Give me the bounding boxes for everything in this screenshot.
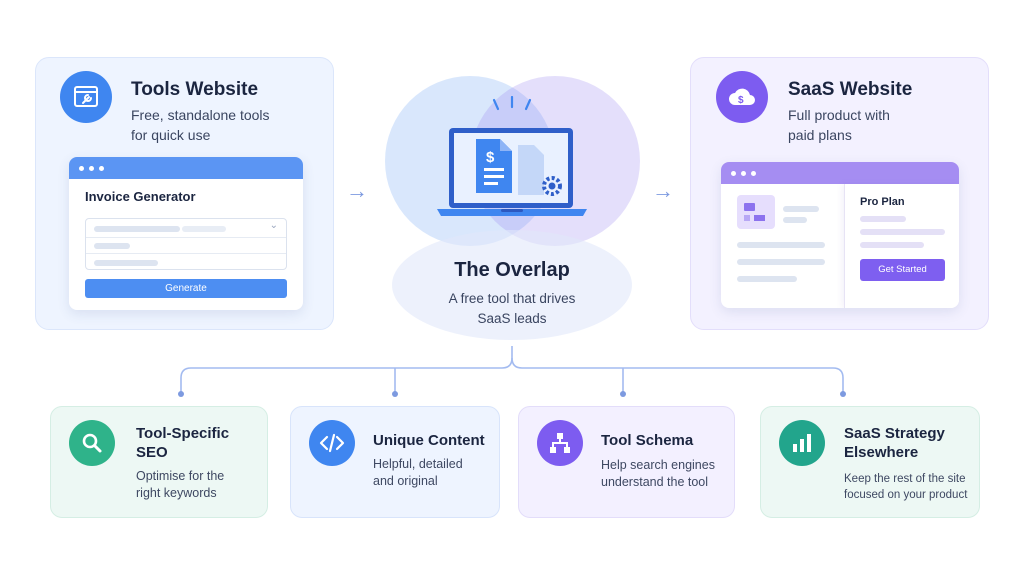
- overlap-laptop-icon: $: [437, 96, 587, 216]
- tools-website-icon: [60, 71, 112, 123]
- pro-plan-card: Pro Plan Get Started: [844, 184, 959, 308]
- pro-plan-title: Pro Plan: [860, 196, 905, 208]
- card-saas-strategy: SaaS Strategy Elsewhere Keep the rest of…: [760, 406, 980, 518]
- invoice-generator-mockup: Invoice Generator ⌄ Generate: [69, 157, 303, 310]
- card-title: Unique Content: [373, 432, 485, 449]
- tools-website-subtitle: Free, standalone tools for quick use: [131, 107, 270, 143]
- card-description: Helpful, detailed and original: [373, 457, 463, 488]
- saas-website-title: SaaS Website: [788, 79, 913, 100]
- card-title: Tool-Specific SEO: [136, 425, 230, 461]
- card-tool-specific-seo: Tool-Specific SEO Optimise for the right…: [50, 406, 268, 518]
- saas-website-subtitle: Full product with paid plans: [788, 107, 890, 143]
- window-bar: [721, 162, 959, 184]
- wrench-window-icon: [74, 86, 98, 107]
- bar-chart-icon: [779, 420, 825, 466]
- hierarchy-icon: [537, 420, 583, 466]
- overlap-subtitle: A free tool that drives SaaS leads: [448, 291, 576, 326]
- arrow-right-icon: →: [346, 178, 368, 203]
- card-unique-content: Unique Content Helpful, detailed and ori…: [290, 406, 500, 518]
- card-description: Optimise for the right keywords: [136, 469, 225, 500]
- card-description: Keep the rest of the site focused on you…: [844, 473, 968, 501]
- invoice-form: ⌄: [85, 218, 287, 270]
- card-title: SaaS Strategy Elsewhere: [844, 425, 945, 461]
- overlap-title: The Overlap: [454, 259, 570, 281]
- svg-text:$: $: [738, 95, 744, 106]
- chevron-down-icon: ⌄: [269, 220, 278, 231]
- magnifier-icon: [69, 420, 115, 466]
- card-tool-schema: Tool Schema Help search engines understa…: [518, 406, 735, 518]
- arrow-right-icon: →: [652, 178, 674, 203]
- card-description: Help search engines understand the tool: [601, 458, 715, 489]
- card-title: Tool Schema: [601, 432, 694, 449]
- overlap-glow: [392, 230, 632, 340]
- cloud-dollar-icon: $: [729, 88, 755, 106]
- get-started-button[interactable]: Get Started: [860, 259, 945, 281]
- svg-text:$: $: [486, 149, 495, 166]
- invoice-generator-title: Invoice Generator: [85, 189, 196, 204]
- code-icon: [309, 420, 355, 466]
- saas-product-mockup: Pro Plan Get Started: [721, 162, 959, 308]
- saas-website-icon: $: [716, 71, 768, 123]
- generate-button[interactable]: Generate: [85, 279, 287, 298]
- spark-lines: [492, 96, 532, 111]
- product-thumbnail: [737, 195, 775, 229]
- window-bar: [69, 157, 303, 179]
- tools-website-title: Tools Website: [131, 79, 259, 100]
